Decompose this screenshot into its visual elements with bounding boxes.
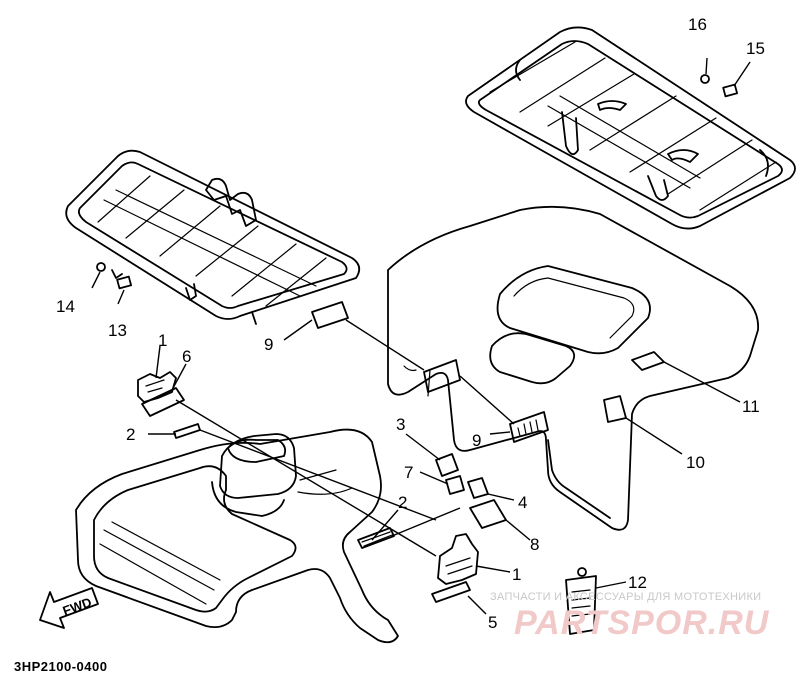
part-2-stripe-lower [357, 527, 395, 549]
part-12-tag [565, 567, 597, 635]
callout-5: 5 [488, 613, 497, 632]
front-carrier [65, 149, 361, 325]
part-7-label [445, 475, 465, 495]
front-fender [75, 428, 399, 644]
callout-10: 10 [686, 453, 705, 472]
callout-12: 12 [628, 573, 647, 592]
callout-9: 9 [264, 335, 273, 354]
rear-carrier [465, 26, 796, 230]
watermark: ЗАПЧАСТИ И АКСЕССУАРЫ ДЛЯ МОТОТЕХНИКИ PA… [490, 591, 770, 642]
callout-14: 14 [56, 297, 75, 316]
callout-11: 11 [742, 397, 760, 416]
document-code: 3HP2100-0400 [14, 659, 107, 674]
callout-4: 4 [518, 493, 527, 512]
part-5-plate [431, 581, 471, 603]
forward-arrow: FWD [39, 587, 99, 629]
part-3-label [435, 453, 459, 477]
callout-2-lower: 2 [398, 493, 407, 512]
callout-3: 3 [396, 415, 405, 434]
part-14-grommet [96, 262, 106, 272]
leader-lines [91, 57, 751, 615]
part-2-stripe-upper [173, 423, 201, 439]
callout-15: 15 [746, 39, 765, 58]
watermark-brand: PARTSPOR.RU [514, 604, 770, 642]
callout-2: 2 [126, 425, 135, 444]
part-1-emblem-lower [437, 533, 479, 585]
part-6-plate [141, 387, 185, 417]
part-16-grommet [700, 74, 710, 84]
callout-8: 8 [530, 535, 539, 554]
callout-9-number: 9 [472, 431, 481, 450]
part-9-decal-fender [423, 359, 461, 393]
part-15-label [722, 83, 738, 98]
part-9-decal-number [509, 411, 549, 443]
watermark-tagline: ЗАПЧАСТИ И АКСЕССУАРЫ ДЛЯ МОТОТЕХНИКИ [490, 591, 761, 603]
part-4-label [467, 477, 489, 499]
rear-fender [387, 205, 759, 531]
part-8-label [469, 499, 507, 529]
callout-13: 13 [108, 321, 127, 340]
part-11-decal [631, 351, 665, 371]
part-9-decal-upper [311, 301, 349, 329]
callout-6: 6 [182, 347, 191, 366]
callout-1: 1 [158, 331, 167, 350]
part-10-decal [603, 395, 627, 423]
callout-1-lower: 1 [512, 565, 521, 584]
part-13-label [116, 275, 132, 290]
callout-labels: 14 13 16 15 1 6 2 9 9 11 10 3 7 4 8 2 1 … [56, 15, 765, 632]
callout-7: 7 [404, 463, 413, 482]
callout-16: 16 [688, 15, 707, 34]
